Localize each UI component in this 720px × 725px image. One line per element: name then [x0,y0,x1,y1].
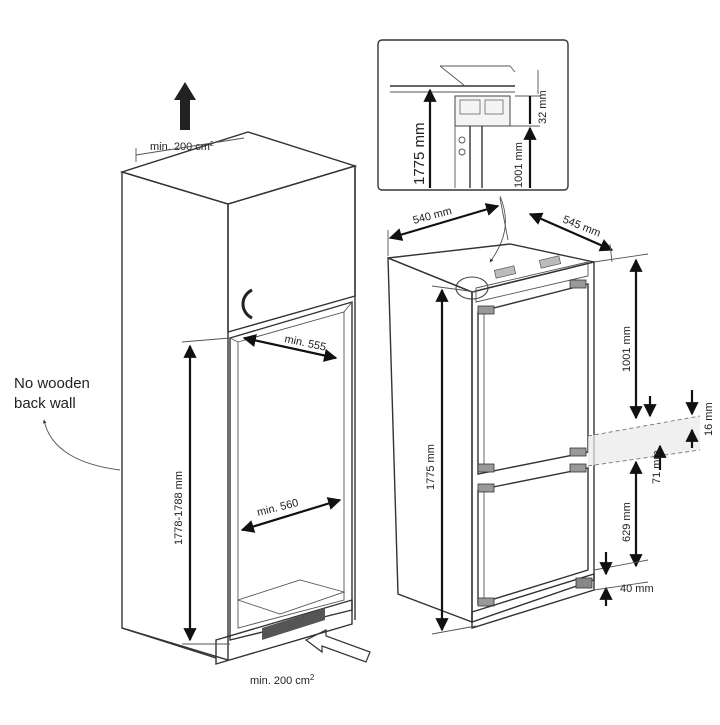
vent-up-arrow-icon [174,82,196,130]
width-label: 540 mm [412,205,454,227]
inset-leader-arrow-icon [489,195,506,263]
inset-height-fridge-label: 1001 mm [513,142,525,188]
door-gap-label: 71 mm [651,450,663,484]
fridge-door [477,283,589,475]
upper-door [227,165,356,333]
door-handle-icon [241,288,253,320]
fridge-height-label: 1001 mm [621,326,633,372]
note-line-2: back wall [14,395,76,412]
width-dimension [388,203,500,241]
appliance-side-panel [387,256,473,624]
middle-gap-label: 16 mm [703,402,715,436]
cabinet-side-panel [121,171,229,661]
width-top-dimension [242,334,338,362]
bottom-vent-grille [262,608,325,640]
inset-height-total-label: 1775 mm [411,122,428,185]
detail-inset: 1775 mm 1001 mm 32 mm [377,39,569,191]
vent-in-arrow-icon [304,629,371,663]
width-bottom-dimension [240,497,342,533]
plinth [215,599,353,665]
bottom-clearance-label: 40 mm [620,583,654,595]
appliance-front [471,261,595,623]
freezer-height-label: 629 mm [621,502,633,542]
note-arrow-icon [42,419,121,471]
cabinet-height-label: 1778-1788 mm [173,471,185,545]
total-height-label: 1775 mm [425,444,437,490]
appliance: 540 mm 545 mm 1775 mm 1001 mm 71 mm 16 m… [387,197,715,635]
note-line-1: No wooden [14,375,90,392]
bottom-vent-label: min. 200 cm2 [250,673,315,687]
depth-dimension [528,212,614,252]
inset-gap-label: 32 mm [537,90,549,124]
cabinet: min. 200 cm2 No wooden back wall 1778-17… [14,82,371,687]
width-bottom-label: min. 560 [256,497,300,519]
freezer-door [477,467,589,605]
door-gap-band [588,416,700,466]
